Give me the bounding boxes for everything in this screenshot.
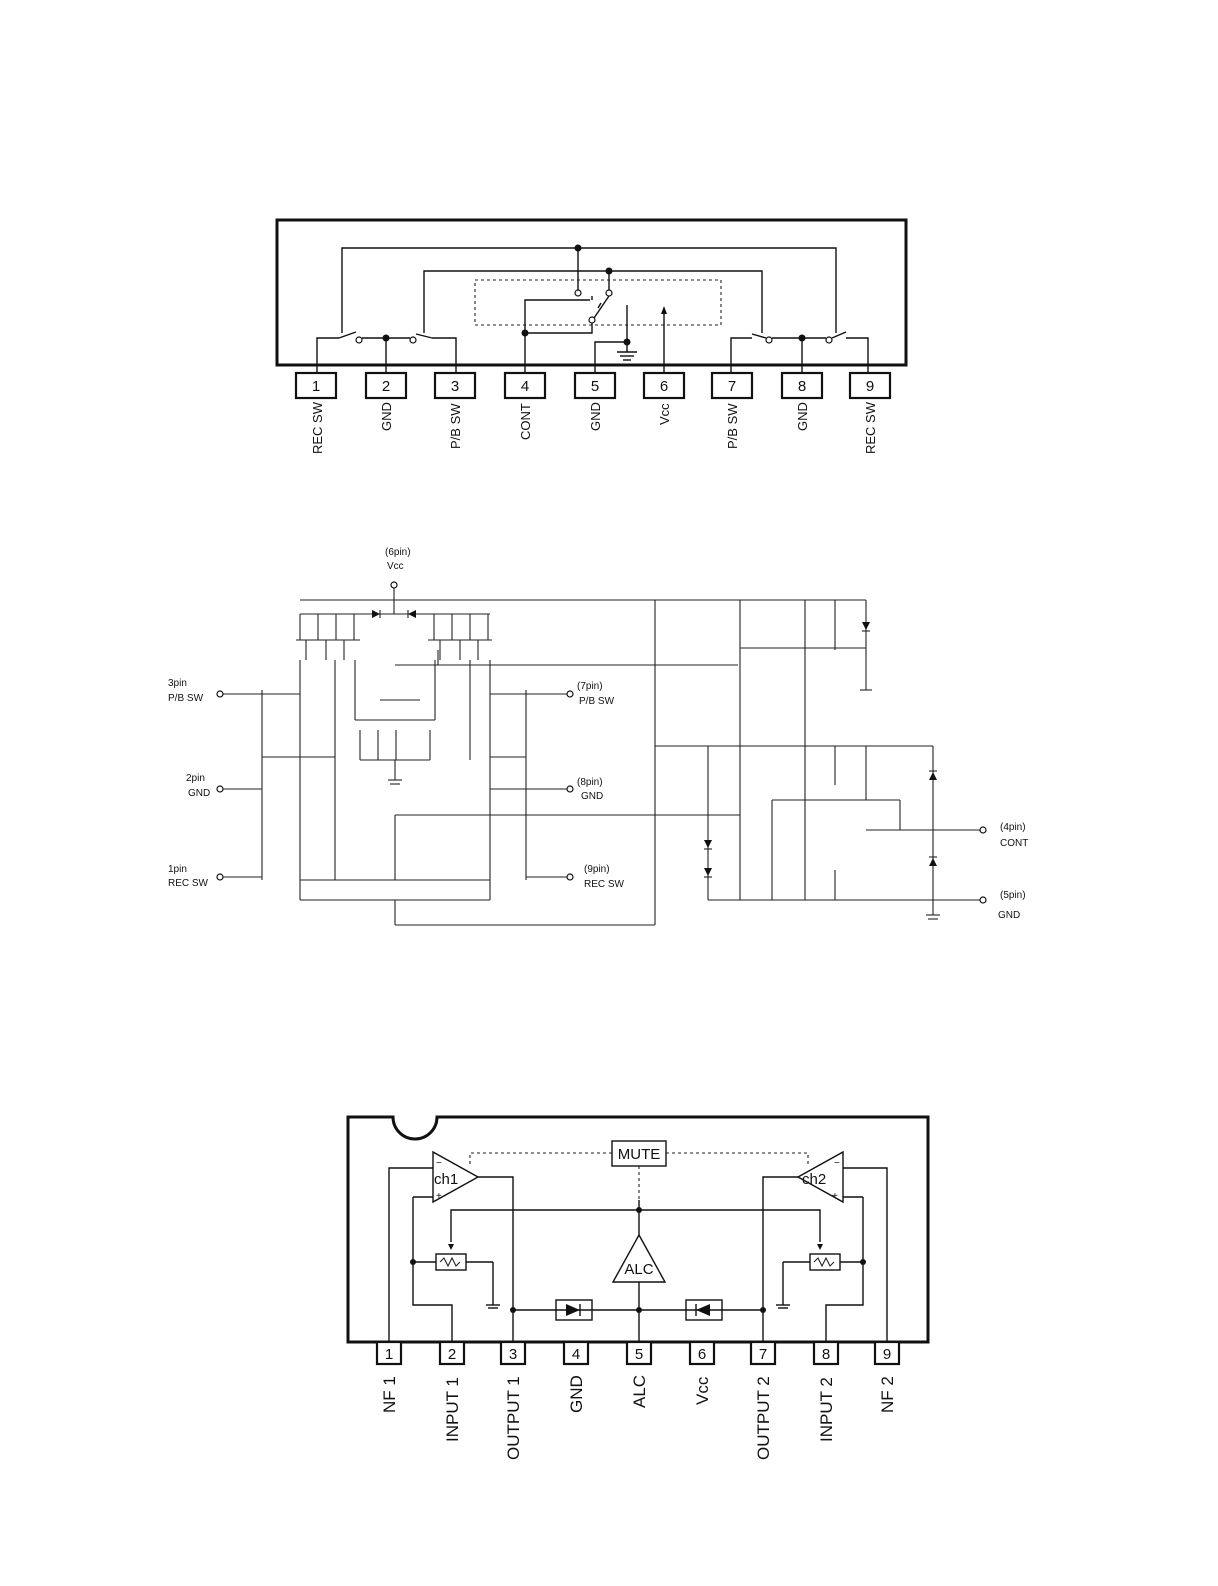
mute-label: MUTE bbox=[618, 1146, 661, 1163]
pin1-name: REC SW bbox=[168, 878, 209, 889]
pin-8-number: 8 bbox=[798, 378, 806, 395]
amp-pin-row: 1 2 3 4 5 6 7 8 9 bbox=[377, 1342, 899, 1364]
equivalent-circuit-diagram: (6pin) Vcc bbox=[168, 547, 1028, 925]
pin8-ref: (8pin) bbox=[577, 777, 603, 788]
pin-3-label: P/B SW bbox=[448, 403, 463, 449]
svg-text:−: − bbox=[834, 1158, 840, 1169]
pin-1-label: REC SW bbox=[310, 401, 325, 454]
amp-pin-9-number: 9 bbox=[883, 1346, 891, 1363]
amp-pin-8-label: INPUT 2 bbox=[817, 1377, 836, 1442]
vcc-pin-label: (6pin) bbox=[385, 547, 411, 558]
amp-pin-6-number: 6 bbox=[698, 1346, 706, 1363]
switch-ic-block-diagram: 1 2 3 4 5 6 7 8 9 REC SW GND P/B SW CONT… bbox=[277, 220, 906, 454]
ch1-label: ch1 bbox=[434, 1171, 458, 1188]
pin-6-number: 6 bbox=[660, 378, 668, 395]
pin-row: 1 2 3 4 5 6 7 8 9 bbox=[296, 373, 890, 398]
ic-body bbox=[277, 220, 906, 365]
pin2-ref: 2pin bbox=[186, 773, 205, 784]
pin5-name: GND bbox=[998, 910, 1020, 921]
pin-2-number: 2 bbox=[382, 378, 390, 395]
control-dotted-box bbox=[475, 280, 721, 325]
pin2-name: GND bbox=[188, 788, 210, 799]
amp-pin-9-label: NF 2 bbox=[878, 1376, 897, 1413]
dual-amp-block-diagram: MUTE ch1 − + ch2 − + bbox=[348, 1117, 928, 1460]
pin-6-label: Vcc bbox=[657, 403, 672, 425]
pin9-ref: (9pin) bbox=[584, 864, 610, 875]
amp-pin-4-number: 4 bbox=[572, 1346, 580, 1363]
pin-4-label: CONT bbox=[518, 403, 533, 440]
amp-pin-5-label: ALC bbox=[630, 1375, 649, 1408]
amp-pin-3-label: OUTPUT 1 bbox=[504, 1376, 523, 1460]
amp-pin-1-number: 1 bbox=[385, 1346, 393, 1363]
pin-7-label: P/B SW bbox=[725, 403, 740, 449]
pin8-name: GND bbox=[581, 791, 603, 802]
amp-pin-8-number: 8 bbox=[822, 1346, 830, 1363]
pin9-name: REC SW bbox=[584, 879, 625, 890]
svg-text:+: + bbox=[436, 1191, 442, 1202]
pin-5-number: 5 bbox=[591, 378, 599, 395]
pin7-ref: (7pin) bbox=[577, 681, 603, 692]
amp-pin-6-label: Vcc bbox=[693, 1376, 712, 1405]
alc-label: ALC bbox=[624, 1261, 653, 1278]
ch2-label: ch2 bbox=[802, 1171, 826, 1188]
pin3-ref: 3pin bbox=[168, 678, 187, 689]
pin-1-number: 1 bbox=[312, 378, 320, 395]
amp-pin-7-label: OUTPUT 2 bbox=[754, 1376, 773, 1460]
vcc-label: Vcc bbox=[387, 561, 404, 572]
pin-2-label: GND bbox=[379, 402, 394, 431]
pin1-ref: 1pin bbox=[168, 864, 187, 875]
pin-3-number: 3 bbox=[451, 378, 459, 395]
amp-pin-2-label: INPUT 1 bbox=[443, 1377, 462, 1442]
pin-4-number: 4 bbox=[521, 378, 529, 395]
pin4-name: CONT bbox=[1000, 838, 1028, 849]
amp-pin-7-number: 7 bbox=[759, 1346, 767, 1363]
pin4-ref: (4pin) bbox=[1000, 822, 1026, 833]
pin-7-number: 7 bbox=[728, 378, 736, 395]
pin-5-label: GND bbox=[588, 402, 603, 431]
amp-pin-3-number: 3 bbox=[509, 1346, 517, 1363]
pin-9-number: 9 bbox=[866, 378, 874, 395]
pin-9-label: REC SW bbox=[863, 401, 878, 454]
pin-8-label: GND bbox=[795, 402, 810, 431]
amp-pin-labels: NF 1 INPUT 1 OUTPUT 1 GND ALC Vcc OUTPUT… bbox=[380, 1375, 897, 1460]
svg-text:+: + bbox=[832, 1191, 838, 1202]
amp-pin-1-label: NF 1 bbox=[380, 1376, 399, 1413]
pin5-ref: (5pin) bbox=[1000, 890, 1026, 901]
pin-labels: REC SW GND P/B SW CONT GND Vcc P/B SW GN… bbox=[310, 401, 878, 454]
amp-pin-5-number: 5 bbox=[635, 1346, 643, 1363]
amp-pin-2-number: 2 bbox=[448, 1346, 456, 1363]
pin3-name: P/B SW bbox=[168, 693, 204, 704]
pin7-name: P/B SW bbox=[579, 696, 615, 707]
svg-text:−: − bbox=[436, 1158, 442, 1169]
amp-pin-4-label: GND bbox=[567, 1375, 586, 1413]
